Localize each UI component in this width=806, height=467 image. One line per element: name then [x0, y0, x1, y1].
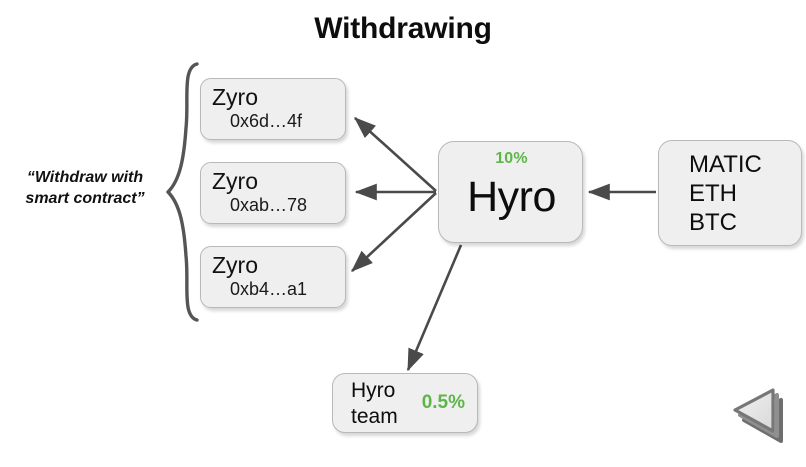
- zyro-name-label: Zyro: [212, 168, 258, 194]
- zyro-address-label: 0xab…78: [230, 195, 308, 215]
- asset-matic: MATIC: [689, 151, 762, 178]
- zyro-name-label: Zyro: [212, 252, 258, 278]
- hyro-team-label-line2: team: [351, 405, 398, 428]
- hyro-team-label: Hyro team: [351, 378, 398, 430]
- stacked-triangle-logo-icon: [733, 388, 783, 443]
- page-title: Withdrawing: [314, 12, 492, 45]
- curly-brace: [166, 62, 199, 322]
- zyro-name-label: Zyro: [212, 84, 258, 110]
- zyro-address-label: 0x6d…4f: [230, 111, 303, 131]
- arrow-hyro-to-zyro-3: [351, 192, 437, 272]
- arrow-hyro-to-team: [406, 244, 463, 372]
- hyro-label: Hyro: [467, 173, 556, 221]
- node-hyro-hub[interactable]: 10% Hyro: [438, 141, 583, 243]
- arrow-hyro-to-zyro-1: [354, 117, 437, 192]
- zyro-address-label: 0xb4…a1: [230, 279, 308, 299]
- hyro-team-fee-badge: 0.5%: [421, 392, 465, 413]
- asset-list: MATIC ETH BTC: [689, 150, 762, 237]
- asset-btc: BTC: [689, 209, 737, 236]
- node-zyro-account-3[interactable]: Zyro 0xb4…a1: [200, 246, 346, 308]
- hyro-team-label-line1: Hyro: [351, 379, 396, 402]
- withdraw-caption: “Withdraw with smart contract”: [25, 169, 145, 207]
- node-assets[interactable]: MATIC ETH BTC: [658, 140, 802, 246]
- node-hyro-team[interactable]: Hyro team 0.5%: [332, 373, 478, 433]
- node-zyro-account-2[interactable]: Zyro 0xab…78: [200, 162, 346, 224]
- node-zyro-account-1[interactable]: Zyro 0x6d…4f: [200, 78, 346, 140]
- asset-eth: ETH: [689, 180, 737, 207]
- hyro-fee-badge: 10%: [495, 150, 528, 167]
